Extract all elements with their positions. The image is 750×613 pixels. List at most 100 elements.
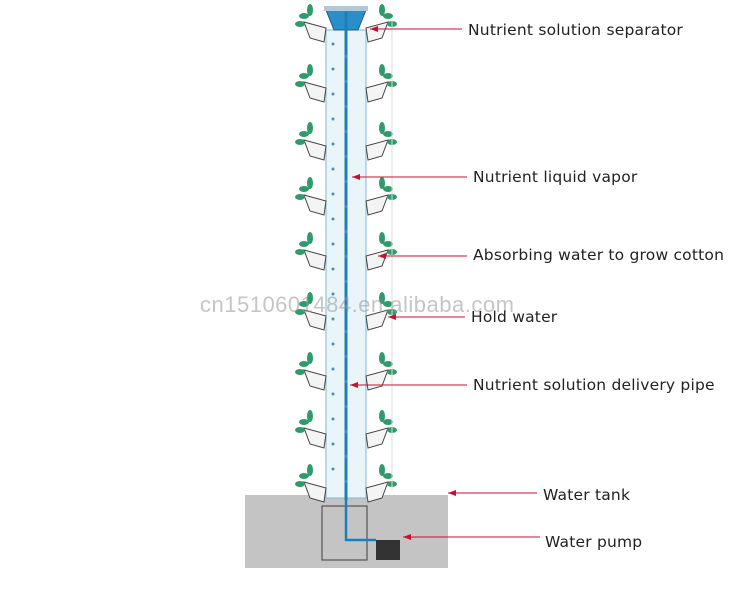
leaf: [295, 139, 305, 145]
vapor-droplet: [344, 180, 348, 183]
leaf: [383, 301, 393, 307]
arrow-head: [448, 490, 456, 496]
leaf: [379, 4, 385, 16]
plant-pod: [295, 232, 327, 271]
vapor-droplet: [344, 255, 348, 258]
vapor-droplet: [344, 480, 348, 483]
plant-pod: [295, 464, 327, 503]
vapor-droplet: [344, 355, 348, 358]
plant-pod: [295, 352, 327, 391]
tank-pump-housing: [321, 505, 368, 561]
leaf: [295, 21, 305, 27]
vapor-droplet: [344, 80, 348, 83]
leaf: [379, 292, 385, 304]
vapor-droplet: [331, 417, 335, 421]
vapor-droplet: [344, 280, 348, 283]
plant-pod: [295, 410, 327, 449]
label-hold-water: Hold water: [471, 308, 558, 326]
arrow-head: [403, 534, 411, 540]
vapor-droplet: [344, 230, 348, 233]
plant-pod: [295, 177, 327, 216]
leaf: [299, 361, 309, 367]
leaf: [295, 369, 305, 375]
leaf: [383, 419, 393, 425]
vapor-droplet: [331, 142, 335, 146]
vapor-droplet: [344, 205, 348, 208]
leaf: [379, 122, 385, 134]
plant-pod: [365, 64, 397, 103]
leaf: [383, 131, 393, 137]
vapor-droplet: [344, 455, 348, 458]
plant-pod: [365, 410, 397, 449]
plant-pod: [295, 4, 327, 43]
water-pump: [376, 540, 400, 560]
vapor-droplet: [331, 342, 335, 346]
plant-pod: [365, 464, 397, 503]
leaf: [379, 352, 385, 364]
label-delivery-pipe: Nutrient solution delivery pipe: [473, 376, 715, 394]
leaf: [383, 473, 393, 479]
leaf: [307, 177, 313, 189]
vapor-droplet: [331, 167, 335, 171]
leaf: [299, 241, 309, 247]
vapor-droplet: [331, 367, 335, 371]
leaf: [307, 232, 313, 244]
vapor-droplet: [331, 292, 335, 296]
vapor-droplet: [344, 405, 348, 408]
label-absorbing: Absorbing water to grow cotton: [473, 246, 725, 264]
vapor-droplet: [331, 317, 335, 321]
leaf: [379, 64, 385, 76]
leaf: [299, 186, 309, 192]
vapor-droplet: [344, 430, 348, 433]
leaf: [299, 473, 309, 479]
arrow-head: [370, 26, 378, 32]
plant-pod: [295, 122, 327, 161]
vapor-droplet: [331, 392, 335, 396]
label-vapor: Nutrient liquid vapor: [473, 168, 638, 186]
leaf: [299, 419, 309, 425]
leaf: [383, 13, 393, 19]
plant-pod: [365, 292, 397, 331]
vapor-droplet: [331, 192, 335, 196]
leaf: [295, 309, 305, 315]
vapor-droplet: [331, 67, 335, 71]
vapor-droplet: [331, 242, 335, 246]
vapor-droplet: [331, 92, 335, 96]
plant-pod: [365, 122, 397, 161]
leaf: [379, 232, 385, 244]
vapor-droplet: [331, 442, 335, 446]
leaf: [295, 427, 305, 433]
leaf: [383, 73, 393, 79]
leaf: [379, 177, 385, 189]
label-water-pump: Water pump: [545, 533, 643, 551]
leaf: [295, 81, 305, 87]
leaf: [299, 131, 309, 137]
arrow-head: [378, 253, 386, 259]
vapor-droplet: [344, 305, 348, 308]
label-separator: Nutrient solution separator: [468, 21, 683, 39]
vapor-droplet: [331, 467, 335, 471]
leaf: [307, 410, 313, 422]
vapor-droplet: [344, 380, 348, 383]
leaf: [295, 194, 305, 200]
leaf: [307, 352, 313, 364]
vapor-droplet: [331, 267, 335, 271]
vapor-droplet: [331, 42, 335, 46]
leaf: [299, 301, 309, 307]
leaf: [295, 481, 305, 487]
vapor-droplet: [344, 105, 348, 108]
vapor-droplet: [344, 55, 348, 58]
arrow-head: [352, 174, 360, 180]
arrow-head: [350, 382, 358, 388]
leaf: [295, 249, 305, 255]
leaf: [307, 64, 313, 76]
leaf: [383, 186, 393, 192]
leaf: [383, 241, 393, 247]
vapor-droplet: [344, 130, 348, 133]
leaf: [307, 122, 313, 134]
watermark: cn1510601484.en.alibaba.com: [200, 292, 515, 317]
vapor-droplet: [331, 117, 335, 121]
vapor-droplet: [331, 217, 335, 221]
leaf: [299, 13, 309, 19]
